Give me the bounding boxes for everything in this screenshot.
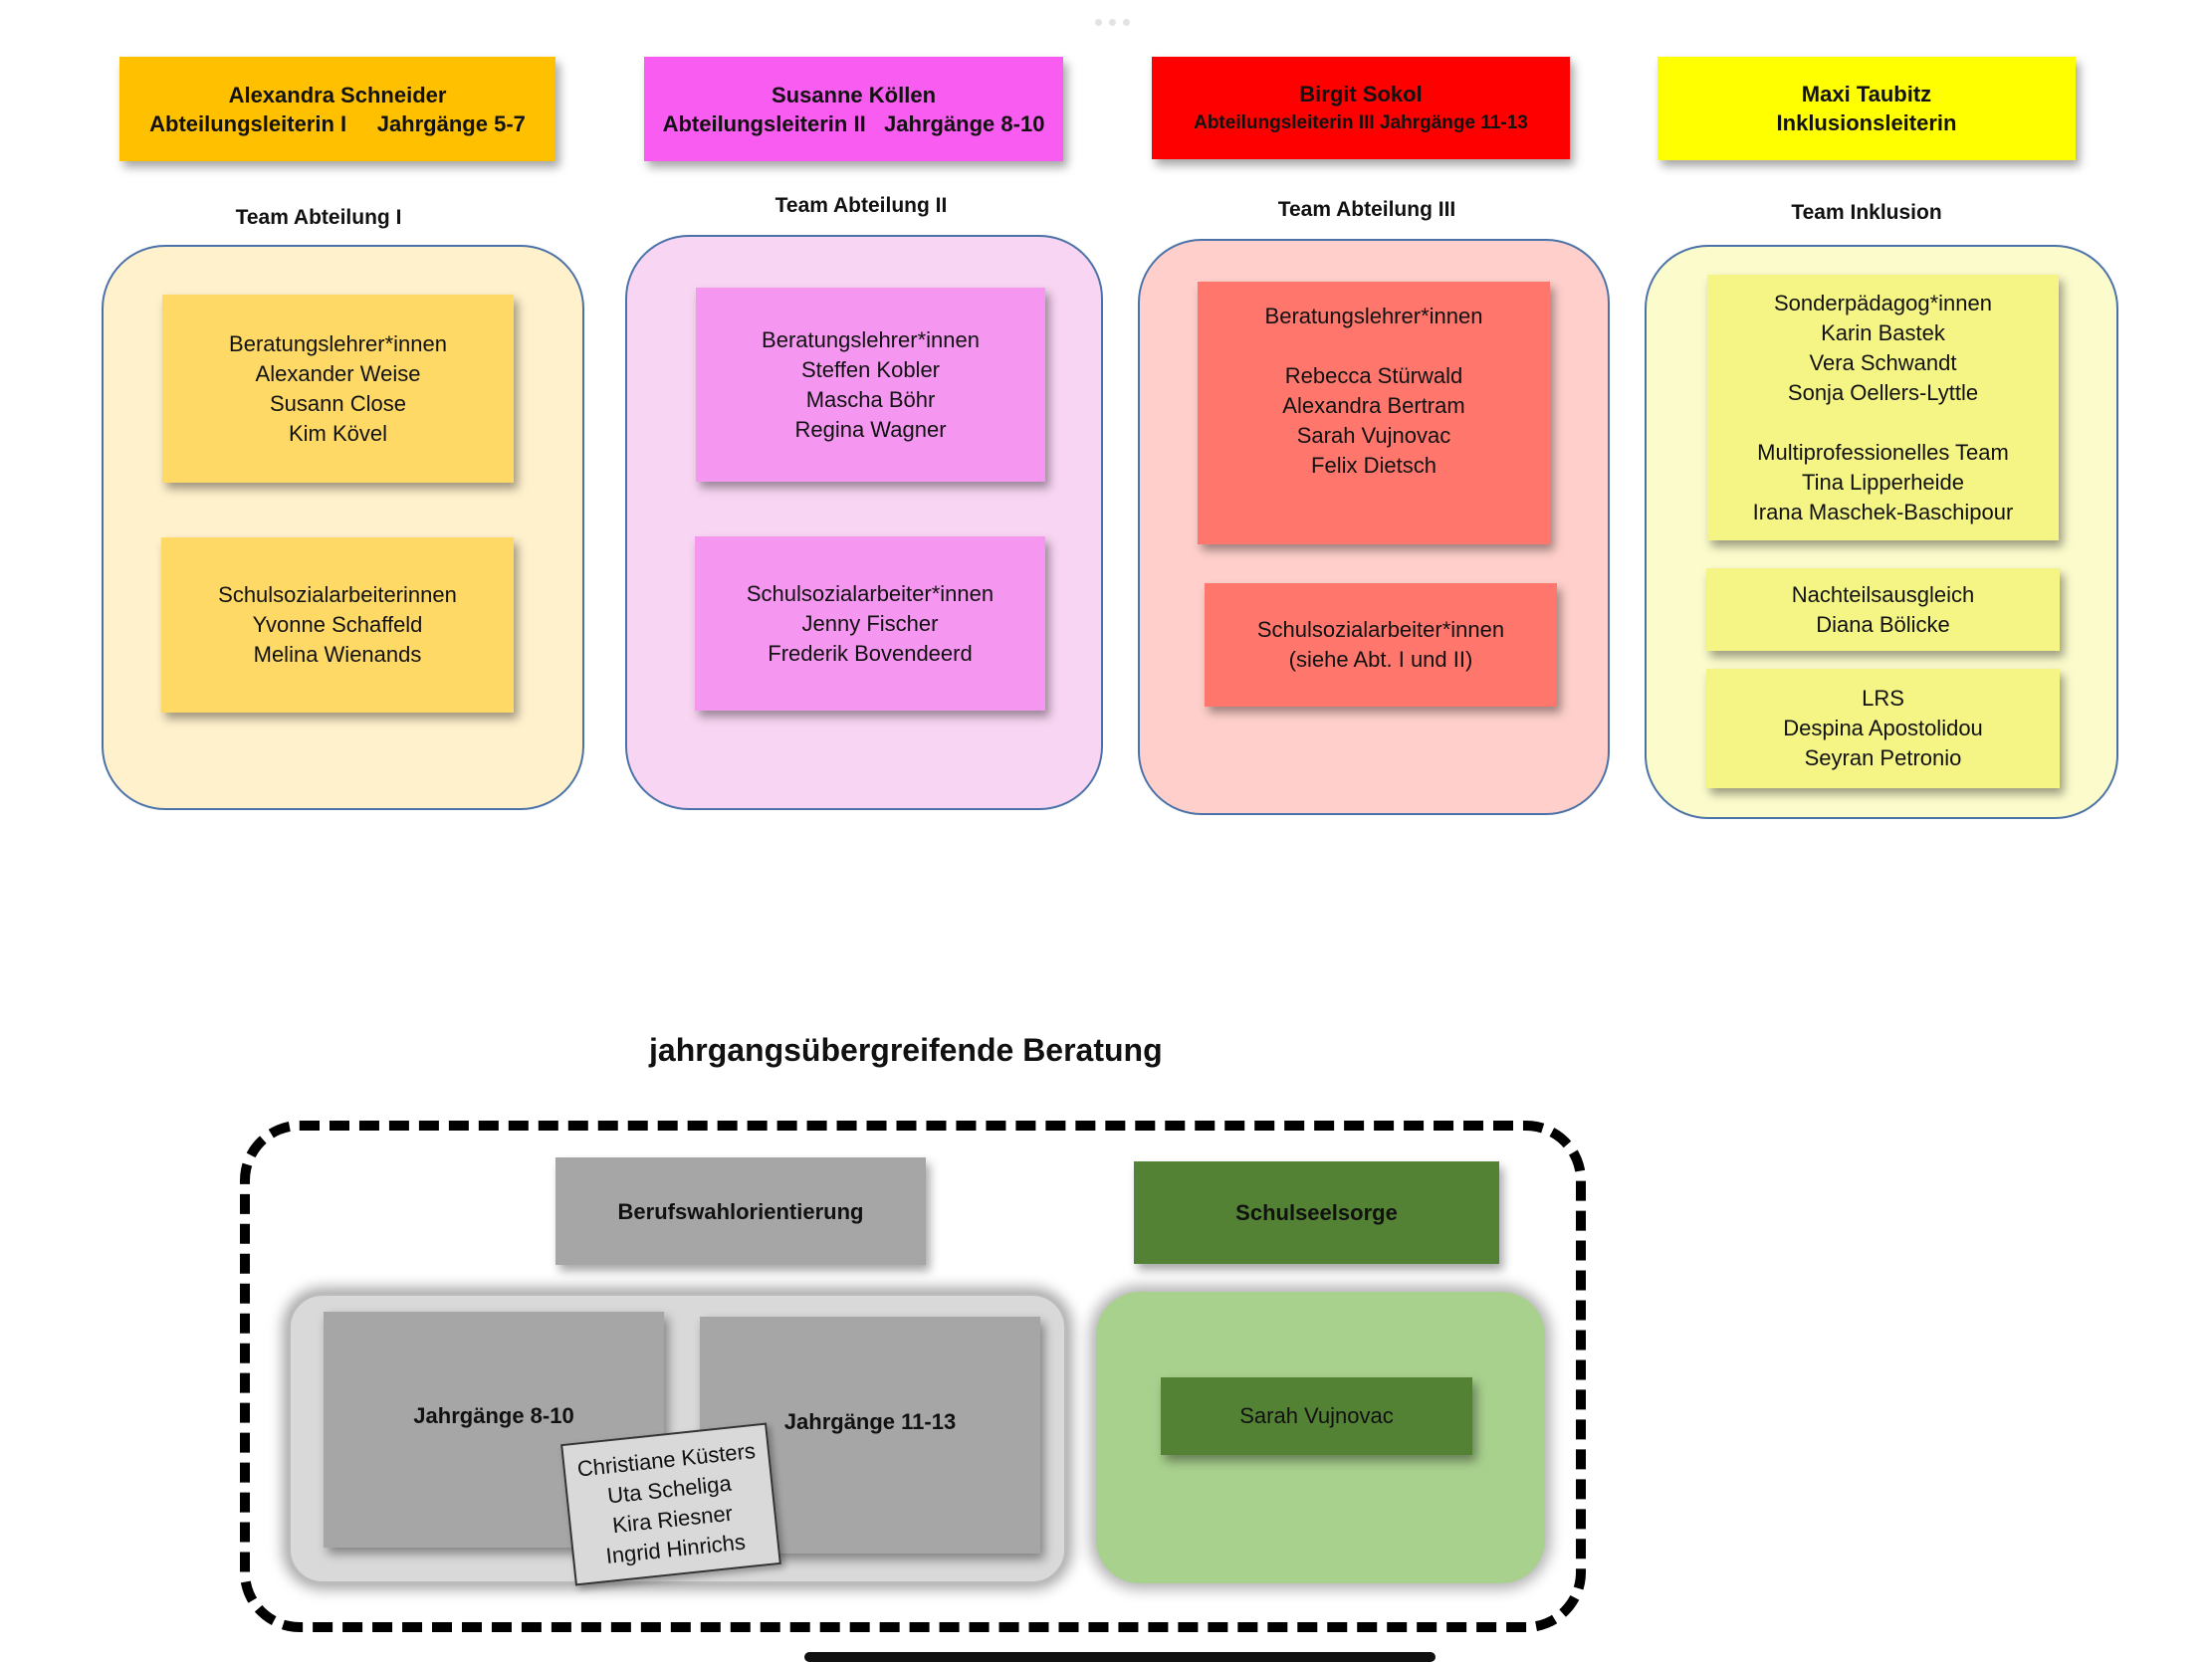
note-line: Seyran Petronio [1804, 745, 1962, 770]
note-sonderpaedagogik: Sonderpädagog*innen Karin Bastek Vera Sc… [1707, 275, 2059, 540]
note-line [1371, 331, 1377, 361]
note-line: Karin Bastek [1821, 319, 1945, 345]
note-line: Kim Kövel [288, 420, 388, 446]
note-line: Despina Apostolidou [1783, 716, 1983, 740]
person-name: Sarah Vujnovac [1239, 1403, 1394, 1428]
note-line: Alexander Weise [255, 360, 421, 386]
note-line: Sonja Oellers-Lyttle [1787, 379, 1979, 405]
cross-section-title: jahrgangsübergreifende Beratung [649, 1032, 1163, 1068]
note-line: Regina Wagner [794, 416, 947, 442]
note-line: Vera Schwandt [1809, 349, 1957, 375]
team-title-abteilung-2: Team Abteilung II [774, 194, 948, 217]
note-line: Irana Maschek-Baschipour [1752, 499, 2014, 524]
note-line: Beratungslehrer*innen [1264, 304, 1483, 328]
berufswahl-names-card: Christiane Küsters Uta Scheliga Kira Rie… [560, 1422, 781, 1586]
cross-section-frame [240, 1121, 1586, 1632]
head-role: Abteilungsleiterin III Jahrgänge 11-13 [1194, 111, 1528, 133]
note-schulsozialarbeit-abteilung-2: Schulsozialarbeiter*innen Jenny Fischer … [695, 536, 1045, 711]
team-title-inklusion: Team Inklusion [1791, 201, 1942, 224]
head-name: Maxi Taubitz [1801, 82, 1932, 106]
team-title-abteilung-1: Team Abteilung I [235, 206, 402, 229]
note-beratungslehrer-abteilung-2: Beratungslehrer*innen Steffen Kobler Mas… [696, 288, 1045, 482]
schulseelsorge-person-box: Sarah Vujnovac [1161, 1377, 1472, 1455]
note-line: Melina Wienands [253, 642, 422, 667]
note-schulsozialarbeit-abteilung-3: Schulsozialarbeiter*innen (siehe Abt. I … [1205, 583, 1557, 707]
note-line: Nachteilsausgleich [1791, 581, 1975, 607]
note-line: Felix Dietsch [1311, 453, 1437, 478]
note-line: Steffen Kobler [800, 356, 941, 382]
note-line: Beratungslehrer*innen [762, 326, 980, 352]
note-line: Schulsozialarbeiter*innen [746, 580, 995, 606]
note-line: Sonderpädagog*innen [1774, 290, 1992, 315]
note-line: LRS [1862, 686, 1904, 711]
head-role: Abteilungsleiterin I Jahrgänge 5-7 [149, 110, 526, 136]
note-lrs: LRS Despina Apostolidou Seyran Petronio [1706, 669, 2060, 788]
grades-11-13-label: Jahrgänge 11-13 [783, 1409, 957, 1434]
note-line: Yvonne Schaffeld [252, 612, 423, 637]
note-line: Susann Close [270, 390, 406, 416]
grades-8-10-box: Jahrgänge 8-10 [324, 1312, 664, 1548]
note-line: Schulsozialarbeiterinnen [218, 582, 457, 607]
note-line: Multiprofessionelles Team [1757, 439, 2009, 465]
window-grabber-dots[interactable] [1095, 19, 1130, 26]
head-name: Birgit Sokol [1299, 81, 1423, 106]
note-line [1880, 408, 1885, 438]
note-line: Schulsozialarbeiter*innen [1256, 617, 1505, 642]
note-line: Rebecca Stürwald [1284, 363, 1463, 388]
note-line: Mascha Böhr [805, 386, 936, 412]
head-role: Abteilungsleiterin II Jahrgänge 8-10 [662, 110, 1045, 136]
note-schulsozialarbeit-abteilung-1: Schulsozialarbeiterinnen Yvonne Schaffel… [161, 537, 514, 713]
schulseelsorge-header: Schulseelsorge [1134, 1161, 1499, 1264]
berufswahl-header: Berufswahlorientierung [555, 1157, 926, 1265]
berufswahl-label: Berufswahlorientierung [617, 1198, 864, 1224]
grades-8-10-label: Jahrgänge 8-10 [413, 1403, 574, 1428]
note-line: Sarah Vujnovac [1296, 423, 1451, 448]
note-line: Diana Bölicke [1816, 611, 1950, 637]
head-name: Alexandra Schneider [228, 82, 447, 107]
note-line: Jenny Fischer [801, 610, 939, 636]
note-line: (siehe Abt. I und II) [1288, 647, 1473, 672]
head-name: Susanne Köllen [771, 82, 937, 107]
note-nachteilsausgleich: Nachteilsausgleich Diana Bölicke [1706, 568, 2060, 651]
note-beratungslehrer-abteilung-1: Beratungslehrer*innen Alexander Weise Su… [162, 295, 514, 483]
note-line: Alexandra Bertram [1282, 393, 1465, 418]
note-line: Frederik Bovendeerd [768, 640, 973, 666]
head-box-abteilung-2: Susanne Köllen Abteilungsleiterin II Jah… [644, 57, 1063, 161]
head-box-abteilung-3: Birgit Sokol Abteilungsleiterin III Jahr… [1152, 57, 1570, 159]
schulseelsorge-label: Schulseelsorge [1235, 1200, 1398, 1225]
head-role: Inklusionsleiterin [1776, 110, 1957, 135]
home-indicator[interactable] [804, 1652, 1436, 1662]
note-beratungslehrer-abteilung-3: Beratungslehrer*innen Rebecca Stürwald A… [1198, 282, 1550, 544]
head-box-abteilung-1: Alexandra Schneider Abteilungsleiterin I… [119, 57, 555, 161]
note-line: Beratungslehrer*innen [229, 330, 447, 356]
head-box-inklusion: Maxi Taubitz Inklusionsleiterin [1658, 57, 2076, 160]
team-title-abteilung-3: Team Abteilung III [1277, 198, 1456, 221]
note-line: Tina Lipperheide [1801, 469, 1965, 495]
